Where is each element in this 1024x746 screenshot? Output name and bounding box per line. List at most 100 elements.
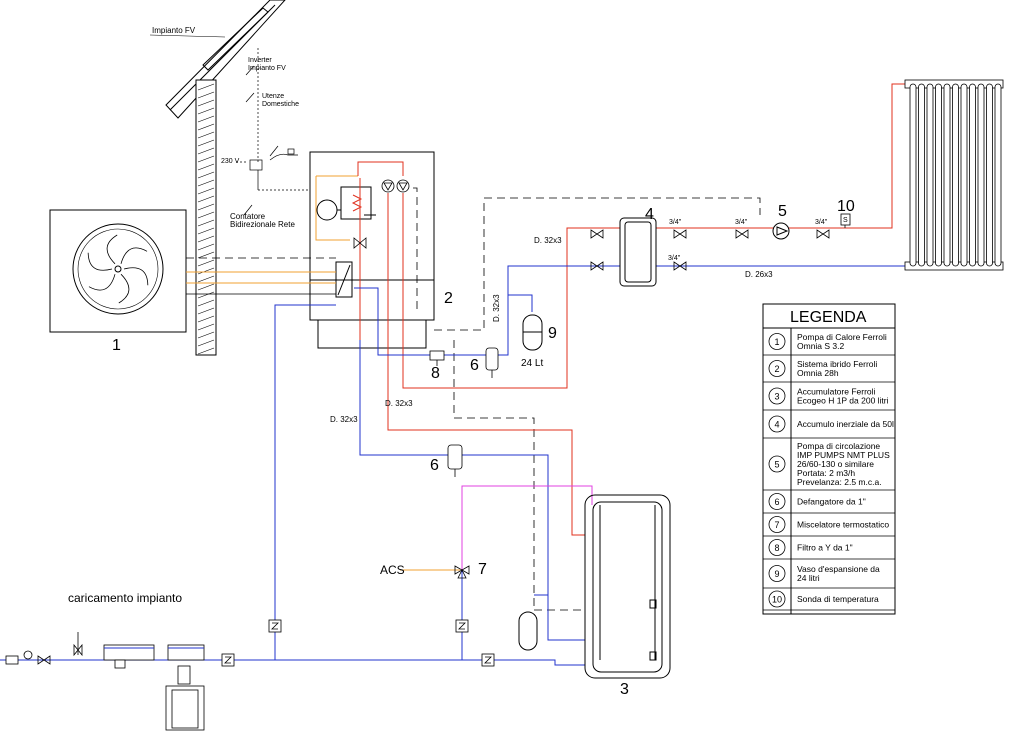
hatch-line xyxy=(197,299,215,307)
legend-number: 6 xyxy=(774,497,779,507)
temperature-sensor xyxy=(840,213,851,228)
inverter-label-2: Impianto FV xyxy=(248,65,286,72)
hatch-line xyxy=(197,123,215,131)
legend-text: Accumulo inerziale da 50l xyxy=(797,419,894,429)
size-label-d: 3/4" xyxy=(668,255,681,262)
hatch-line xyxy=(197,107,215,115)
legend-text: Omnia S 3.2 xyxy=(797,341,845,351)
legend-number: 9 xyxy=(774,569,779,579)
legend-text: 26/60-130 o similare xyxy=(797,459,874,469)
orange-lines xyxy=(186,175,460,571)
legend-number: 3 xyxy=(774,392,779,402)
legend-text: Pompa di circolazione xyxy=(797,441,880,451)
legend-text: Miscelatore termostatico xyxy=(797,520,889,530)
legend-row: 4 Accumulo inerziale da 50l xyxy=(763,415,895,439)
hatch-line xyxy=(197,227,215,235)
radiator-fin xyxy=(909,83,917,267)
hatch-line xyxy=(197,187,215,195)
legend-text: Defangatore da 1" xyxy=(797,497,866,507)
radiator-fin xyxy=(994,83,1002,267)
radiator-fin xyxy=(943,83,951,267)
dhw-tank xyxy=(584,494,671,679)
size-label-b: 3/4" xyxy=(735,219,748,226)
hatch-line xyxy=(197,323,215,331)
legend-number-circle xyxy=(768,415,786,433)
legend-number: 10 xyxy=(772,595,782,605)
shutoff-valve xyxy=(673,261,687,271)
check-valve xyxy=(221,653,235,667)
fan-blade xyxy=(118,273,130,304)
fan-blade xyxy=(106,234,118,265)
hatch-line xyxy=(197,179,215,187)
diameter-label-3: D. 32x3 xyxy=(385,399,413,408)
legend-text: Sistema ibrido Ferroli xyxy=(797,359,877,369)
hatch-line xyxy=(197,275,215,283)
label-2: 2 xyxy=(444,290,453,307)
hatch-line xyxy=(197,155,215,163)
hatch-line xyxy=(197,267,215,275)
check-valve xyxy=(268,619,282,633)
legend-row: 7 Miscelatore termostatico xyxy=(763,516,895,537)
hatch-line xyxy=(197,339,215,347)
hatch-line xyxy=(197,163,215,171)
filling-group xyxy=(5,632,205,731)
check-valve xyxy=(455,619,469,633)
legend-row: 8 Filtro a Y da 1" xyxy=(763,539,895,560)
hatch-line xyxy=(197,211,215,219)
voltage-label: 230 V xyxy=(221,158,240,165)
radiator-fin xyxy=(926,83,934,267)
radiator-fin xyxy=(918,83,925,267)
red-pipes xyxy=(357,83,910,536)
dirt-separator-b xyxy=(447,444,463,477)
hatch-line xyxy=(197,291,215,299)
legend-number: 1 xyxy=(774,337,779,347)
radiator-fin xyxy=(977,83,985,267)
legend-row: 6 Defangatore da 1" xyxy=(763,493,895,514)
legend-text: Prevelanza: 2.5 m.c.a. xyxy=(797,477,882,487)
utenze-label-1: Utenze xyxy=(262,93,284,100)
heat-pump-unit xyxy=(49,209,187,333)
hatch-line xyxy=(197,139,215,147)
hatch-line xyxy=(197,115,215,123)
fan-blade xyxy=(120,247,148,264)
legend-text: Sonda di temperatura xyxy=(797,594,879,604)
utenze-label-2: Domestiche xyxy=(262,101,299,108)
shutoff-valve xyxy=(590,261,604,271)
hatch-line xyxy=(197,195,215,203)
size-label-c: 3/4" xyxy=(815,219,828,226)
legend-number-circle xyxy=(768,360,786,377)
diameter-label-4: D. 32x3 xyxy=(330,415,358,424)
label-1: 1 xyxy=(112,337,121,354)
black-dash-lines xyxy=(186,187,761,611)
radiator-fin xyxy=(960,83,968,267)
legend-number: 4 xyxy=(774,420,779,430)
diameter-label-2: D. 32x3 xyxy=(492,294,501,322)
hatch-line xyxy=(197,331,215,339)
legend-text: Filtro a Y da 1" xyxy=(797,543,853,553)
legend-number: 7 xyxy=(774,520,779,530)
hatch-line xyxy=(197,131,215,139)
legend-number: 8 xyxy=(774,543,779,553)
shutoff-valve xyxy=(816,229,830,239)
legend-number-circle xyxy=(768,493,786,510)
legend-number-circle xyxy=(768,565,786,582)
inertial-tank xyxy=(619,217,657,287)
hatch-line xyxy=(197,91,215,99)
label-6b: 6 xyxy=(430,457,439,474)
meter-label-2: Bidirezionale Rete xyxy=(230,220,295,229)
label-6a: 6 xyxy=(470,357,479,374)
radiator-fin xyxy=(952,83,959,267)
legend-number: 2 xyxy=(774,364,779,374)
shutoff-valve xyxy=(590,229,604,239)
label-3: 3 xyxy=(620,681,629,698)
legend-text: 24 litri xyxy=(797,573,820,583)
sensor-s: S xyxy=(843,217,848,224)
label-10: 10 xyxy=(837,198,855,215)
fan-blade xyxy=(88,274,116,291)
legend-text: Ecogeo H 1P da 200 litri xyxy=(797,396,889,406)
